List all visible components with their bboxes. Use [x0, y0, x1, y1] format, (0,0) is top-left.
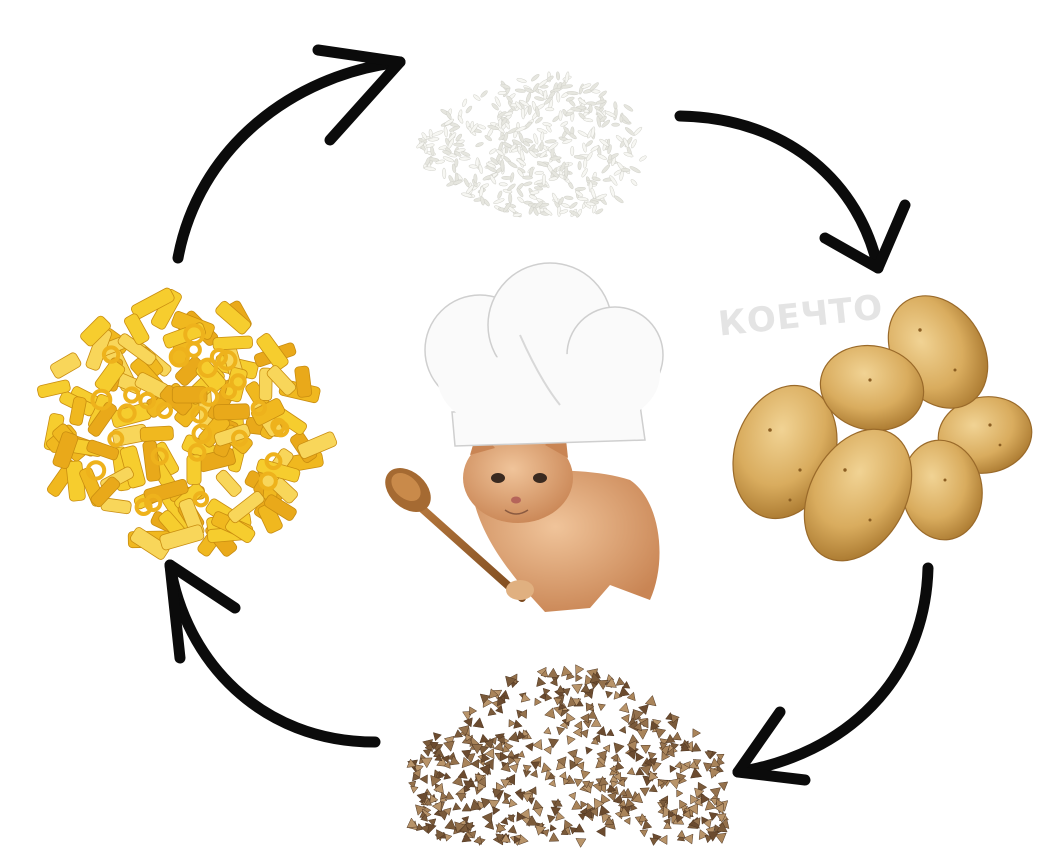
- arrow-rice-to-potatoes: [674, 110, 911, 274]
- potatoes-image: [732, 295, 1033, 562]
- chef-cat-image: [385, 262, 664, 612]
- arrow-pasta-to-rice: [172, 44, 406, 264]
- pasta-pile-image: [37, 287, 338, 560]
- wooden-spoon-icon: [385, 468, 526, 602]
- buckwheat-pile-image: [406, 664, 730, 848]
- arrow-buckwheat-to-pasta: [164, 559, 381, 748]
- rice-pile-image: [416, 71, 647, 218]
- arrow-potatoes-to-buckwheat: [732, 562, 934, 786]
- cycle-arrows: [164, 44, 934, 786]
- chef-hat-icon: [424, 262, 664, 447]
